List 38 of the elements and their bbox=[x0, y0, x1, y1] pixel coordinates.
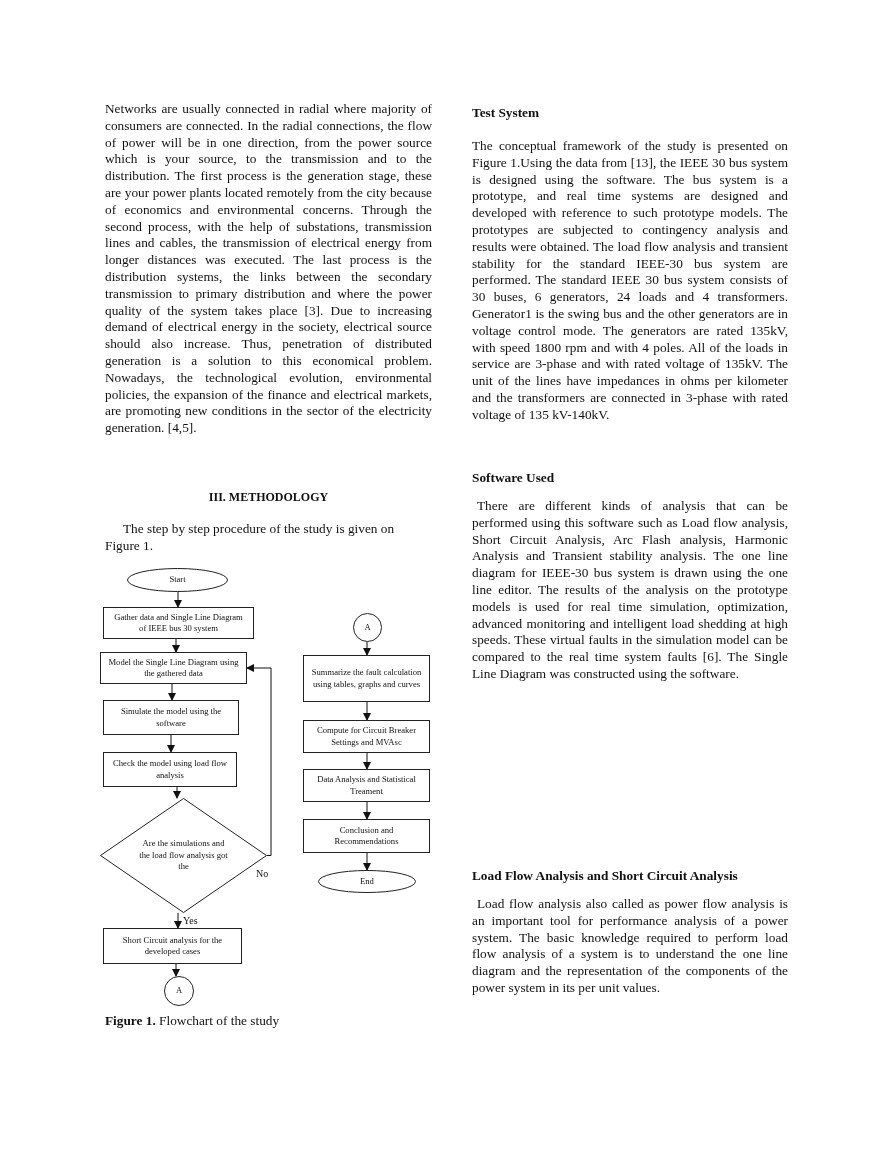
arrow bbox=[246, 664, 272, 856]
process-box: Simulate the model using the software bbox=[103, 700, 239, 735]
terminal-oval: End bbox=[318, 870, 416, 893]
section-heading: III. METHODOLOGY bbox=[207, 489, 330, 506]
process-box: Conclusion and Recommendations bbox=[303, 819, 430, 853]
process-box: Gather data and Single Line Diagram of IEEE bus 30 system bbox=[103, 607, 254, 639]
process-box: Summarize the fault calculation using tables, graphs and curves bbox=[303, 655, 430, 702]
arrow bbox=[363, 801, 371, 820]
process-box: Data Analysis and Statistical Treament bbox=[303, 769, 430, 802]
section-heading: Test System bbox=[472, 105, 541, 122]
arrow bbox=[174, 591, 182, 608]
arrow bbox=[363, 701, 371, 721]
process-box: Check the model using load flow analysis bbox=[103, 752, 237, 787]
paragraph: The step by step procedure of the study is given on Figure 1. bbox=[105, 521, 396, 555]
arrow bbox=[167, 734, 175, 753]
paragraph: There are different kinds of analysis that can be performed using this software such as Load flow analysis, Short Circuit Analysis, Arc Flash analysis, Harmonic Analysis and Transient stability analysis. The one line diagram for IEEE-30 bus system is drawn using the one line editor. The results of the analysis on the prototype models is used for real time simulation, optimization, advanced monitoring and intelligent load shedding at high speeds. These virtual faults in the simulation model can be compared to the real time system faults [6]. The Single Line Diagram was constructed using the software. bbox=[472, 498, 788, 683]
arrow bbox=[168, 683, 176, 701]
terminal-oval: Start bbox=[127, 568, 228, 592]
process-box: Model the Single Line Diagram using the gathered data bbox=[100, 652, 247, 684]
arrow bbox=[172, 963, 180, 977]
section-heading: Software Used bbox=[472, 470, 556, 487]
paragraph: Load flow analysis also called as power flow analysis is an important tool for performance analysis of a power system. The basic knowledge required to perform load flow analysis of a system is to understand the one line diagram and the representation of the components of the power system in its per unit values. bbox=[472, 896, 788, 997]
edge-label: Yes bbox=[182, 915, 199, 926]
edge-label: No bbox=[255, 867, 270, 879]
arrow bbox=[363, 752, 371, 770]
arrow bbox=[363, 852, 371, 871]
connector-circle: A bbox=[353, 613, 382, 642]
paragraph: The conceptual framework of the study is presented on Figure 1.Using the data from [13], the IEEE 30 bus system is designed using the software. The bus system is a prototype, and real time systems are designed and developed with reference to such prototype models. The prototypes are subjected to contingency analysis and results were obtained. The load flow analysis and transient stability for the standard IEEE-30 bus system are performed. The standard IEEE 30 bus system consists of 30 buses, 6 generators, 24 loads and 4 transformers. Generator1 is the swing bus and the other generators are in voltage control mode. The generators are rated 135kV, with speed 1800 rpm and with 4 poles. All of the loads in service are 3-phase and with rated voltage of 135kV. The unit of the lines have impedances in ohms per kilometer and the transformers are connected in 3-phase with rated voltage of 135 kV-140kV. bbox=[472, 138, 788, 424]
arrow bbox=[174, 912, 182, 929]
figure-caption: Figure 1. Flowchart of the study bbox=[105, 1013, 281, 1030]
connector-circle: A bbox=[164, 976, 194, 1006]
process-box: Short Circuit analysis for the developed cases bbox=[103, 928, 242, 964]
paragraph: Networks are usually connected in radial where majority of consumers are connected. In the radial connections, the flow of power will be in one direction, from the power source which is your source, to the transmission and to the distribution. The first process is the generation stage, these are your power plants located remotely from the city because of economics and environmental concerns. Through the second process, with the help of substations, transmission lines and cables, the transmission of electrical energy from longer distances was executed. The last process is the distribution systems, the links between the secondary transmission to primary distribution and where the power quality of the system takes place [3]. Due to increasing demand of electrical energy in the society, electrical source should also increase. Thus, penetration of distributed generation is a solution to this economical problem. Nowadays, the technological evolution, environmental policies, the expansion of the finance and electrical markets, are promoting new conditions in the sector of the electricity generation. [4,5]. bbox=[105, 101, 432, 437]
arrow bbox=[173, 786, 181, 799]
arrow bbox=[172, 638, 180, 653]
process-box: Compute for Circuit Breaker Settings and MVAsc bbox=[303, 720, 430, 753]
section-heading: Load Flow Analysis and Short Circuit Analysis bbox=[472, 868, 739, 885]
arrow bbox=[363, 641, 371, 656]
